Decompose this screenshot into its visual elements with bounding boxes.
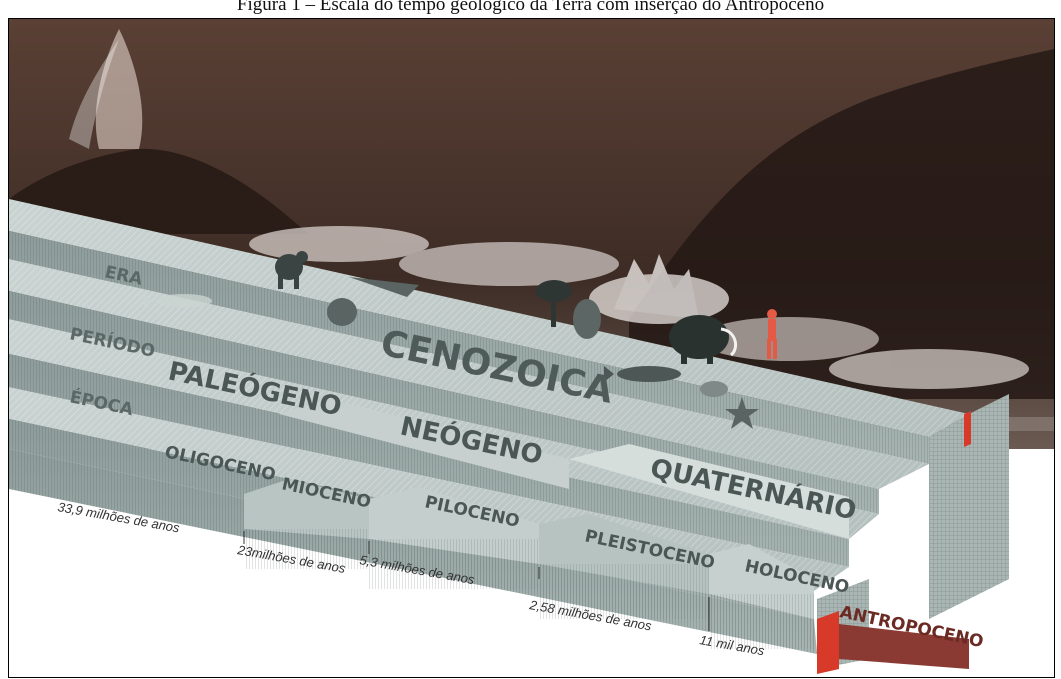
anthropocene-edge-bottom [817,611,839,674]
leaf-icon [700,381,728,397]
bear-icon [327,298,357,326]
geologic-timescale-diagram: ERA PERÍODO ÉPOCA CENOZOICA PALEÓGENO NE… [9,19,1054,677]
figure-caption: Figura 1 – Escala do tempo geológico da … [0,0,1061,16]
anthropocene-edge [964,411,971,447]
figure-frame: ERA PERÍODO ÉPOCA CENOZOICA PALEÓGENO NE… [8,18,1055,678]
